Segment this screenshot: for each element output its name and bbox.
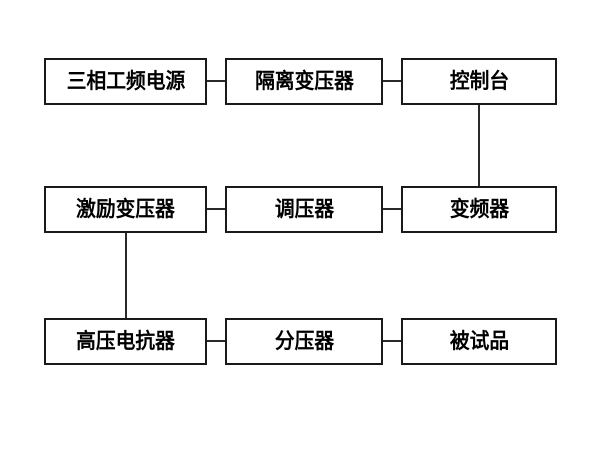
node-three-phase-power-supply[interactable]: 三相工频电源	[44, 58, 207, 105]
node-label: 控制台	[449, 69, 509, 93]
connector-voltage-regulator-to-excitation-transformer	[205, 208, 227, 210]
node-control-console[interactable]: 控制台	[401, 58, 557, 105]
node-label: 激励变压器	[76, 197, 175, 221]
connector-console-to-frequency-converter	[478, 103, 480, 188]
node-voltage-regulator[interactable]: 调压器	[225, 186, 383, 233]
node-label: 分压器	[274, 329, 334, 353]
connector-voltage-divider-to-test-object	[381, 340, 403, 342]
node-label: 高压电抗器	[76, 329, 175, 353]
node-voltage-divider[interactable]: 分压器	[225, 318, 383, 365]
node-excitation-transformer[interactable]: 激励变压器	[44, 186, 207, 233]
connector-hv-reactor-to-voltage-divider	[205, 340, 227, 342]
connector-excitation-transformer-to-hv-reactor	[125, 231, 127, 320]
connector-frequency-converter-to-voltage-regulator	[381, 208, 403, 210]
node-test-object[interactable]: 被试品	[401, 318, 557, 365]
connector-isolation-transformer-to-console	[381, 80, 403, 82]
node-frequency-converter[interactable]: 变频器	[401, 186, 557, 233]
node-label: 三相工频电源	[66, 69, 185, 93]
node-label: 隔离变压器	[254, 69, 354, 93]
node-isolation-transformer[interactable]: 隔离变压器	[225, 58, 383, 105]
node-label: 调压器	[274, 197, 334, 221]
node-high-voltage-reactor[interactable]: 高压电抗器	[44, 318, 207, 365]
node-label: 被试品	[449, 329, 509, 353]
connector-power-to-isolation-transformer	[205, 80, 227, 82]
node-label: 变频器	[449, 197, 509, 221]
